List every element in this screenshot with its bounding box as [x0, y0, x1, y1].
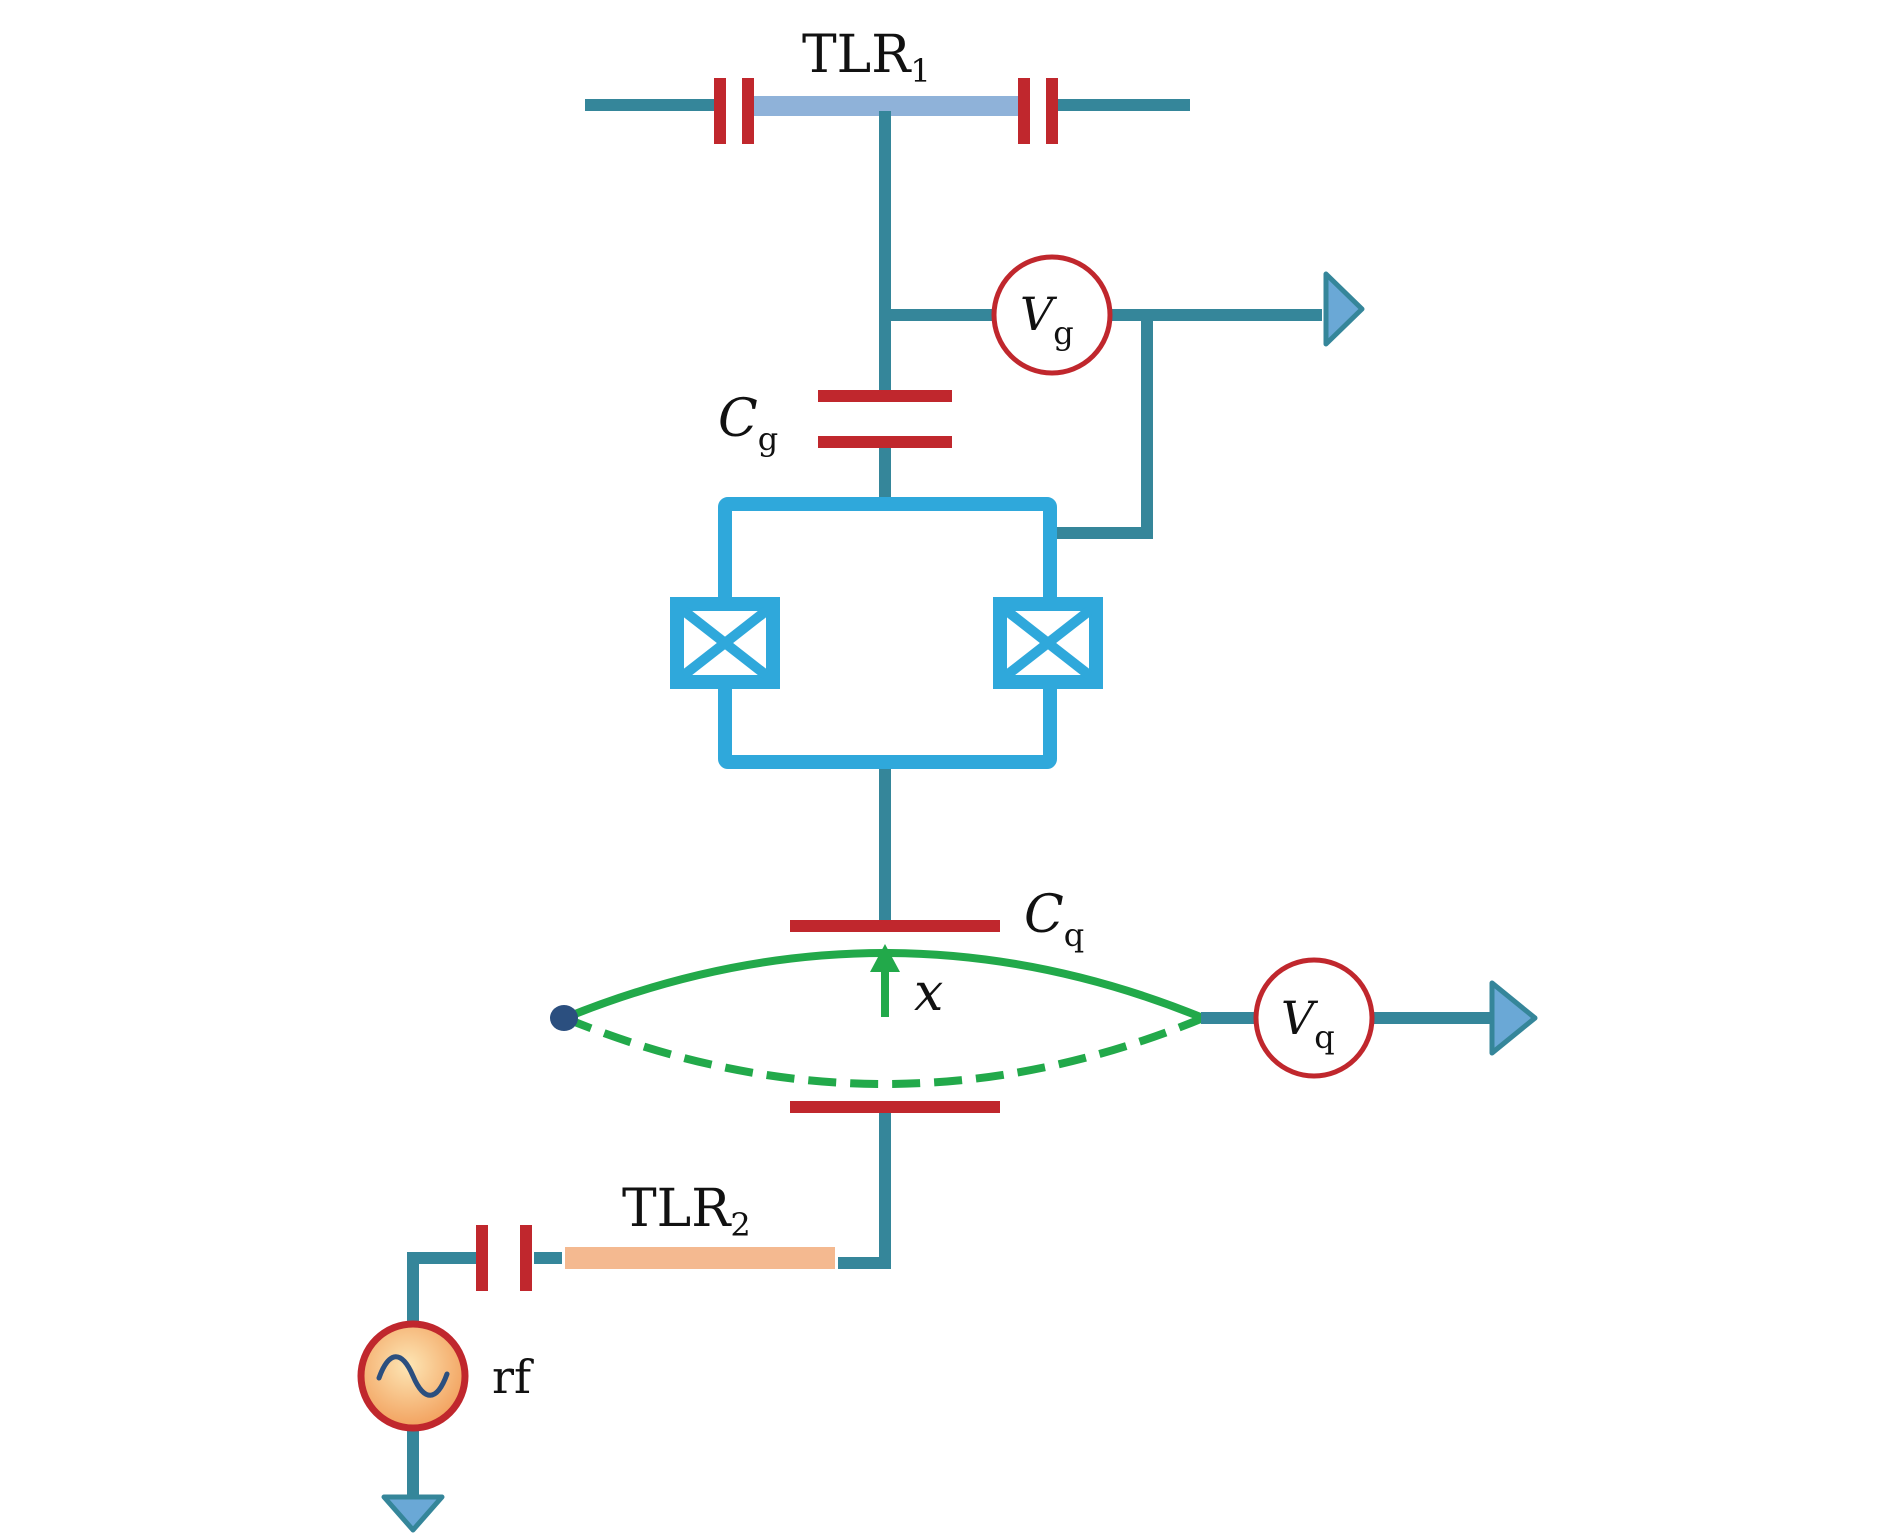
- sine-wave-icon: [376, 1354, 450, 1398]
- rf-label: rf: [492, 1350, 534, 1404]
- vg-wiring: [879, 111, 1322, 539]
- tlr2-resonator: [565, 1247, 835, 1269]
- beam-dashed: [563, 1014, 1205, 1088]
- cg-capacitor: [818, 390, 952, 448]
- vq-source: Vq: [1253, 957, 1375, 1079]
- vg-label: Vg: [1020, 287, 1074, 352]
- right-josephson-junction-icon: [993, 597, 1103, 689]
- tlr1-label: TLR1: [802, 25, 931, 90]
- x-label: x: [914, 963, 943, 1023]
- rf-source: [357, 1320, 469, 1432]
- vq-output-arrow-icon: [1489, 980, 1538, 1056]
- tlr1-resonator: [750, 96, 1020, 116]
- tlr2-capacitor: [476, 1225, 532, 1291]
- displacement-arrow: [870, 944, 900, 1017]
- cg-label: Cg: [718, 389, 778, 458]
- vq-label: Vq: [1281, 991, 1335, 1056]
- beam-anchor-node: [550, 1005, 578, 1031]
- tlr1-left-capacitor: [714, 78, 754, 144]
- vg-output-arrow-icon: [1323, 271, 1365, 347]
- rf-ground-arrow-icon: [381, 1494, 445, 1533]
- tlr1-right-capacitor: [1018, 78, 1058, 144]
- cq-label: Cq: [1024, 885, 1084, 954]
- tlr2-wiring: [407, 1113, 891, 1498]
- vg-source: Vg: [991, 254, 1113, 376]
- left-josephson-junction-icon: [670, 597, 780, 689]
- tlr2-label: TLR2: [622, 1179, 751, 1244]
